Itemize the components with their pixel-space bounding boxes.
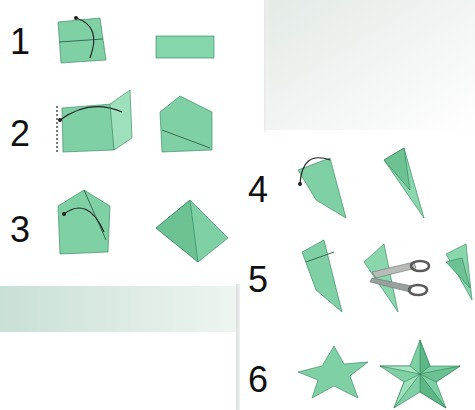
steps-panel <box>240 130 475 410</box>
scissors-icon <box>370 261 429 295</box>
step-number: 6 <box>248 362 268 398</box>
paper-folds <box>58 18 472 408</box>
background-panel <box>0 286 238 332</box>
fold-arrow <box>57 18 330 232</box>
step-number: 3 <box>10 212 30 248</box>
fold-point <box>58 16 302 216</box>
step-number: 2 <box>10 116 30 152</box>
step-number: 1 <box>10 24 30 60</box>
steps-panel <box>0 0 264 284</box>
step-number: 4 <box>248 172 268 208</box>
step-number: 5 <box>248 262 268 298</box>
background-panel <box>262 0 475 132</box>
